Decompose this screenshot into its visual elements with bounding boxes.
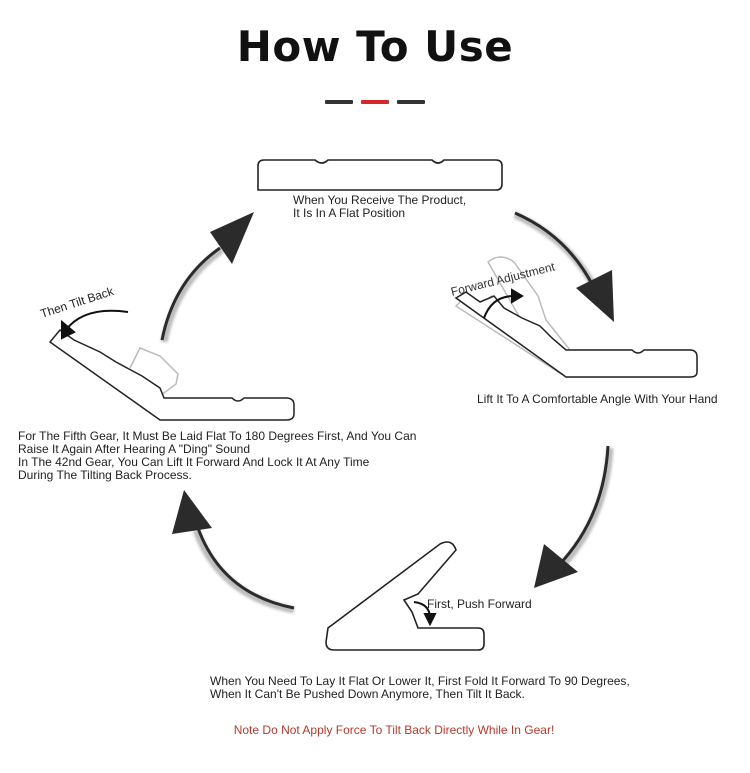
warning-note: Note Do Not Apply Force To Tilt Back Dir… [233,723,555,737]
step-fifth-gear-text: For The Fifth Gear, It Must Be Laid Flat… [18,429,417,482]
cushion-flat [257,159,503,191]
step-lift-text: Lift It To A Comfortable Angle With Your… [477,392,718,406]
cushion-lifted [454,256,698,378]
divider-bar-left [325,100,353,104]
step-lay-flat-text: When You Need To Lay It Flat Or Lower It… [210,674,630,701]
flow-arrows [160,211,614,614]
title-divider [325,100,425,106]
divider-bar-middle [361,100,389,104]
divider-bar-right [397,100,425,104]
motion-arrows [61,288,524,627]
cushion-tilted-back [48,328,295,421]
step-push-forward-text: First, Push Forward [427,597,532,611]
label-tilt-back: Then Tilt Back [39,284,117,321]
step-receive-text: When You Receive The Product, It Is In A… [293,193,467,220]
page-title: How To Use [236,22,514,71]
cushion-folded [325,541,485,651]
